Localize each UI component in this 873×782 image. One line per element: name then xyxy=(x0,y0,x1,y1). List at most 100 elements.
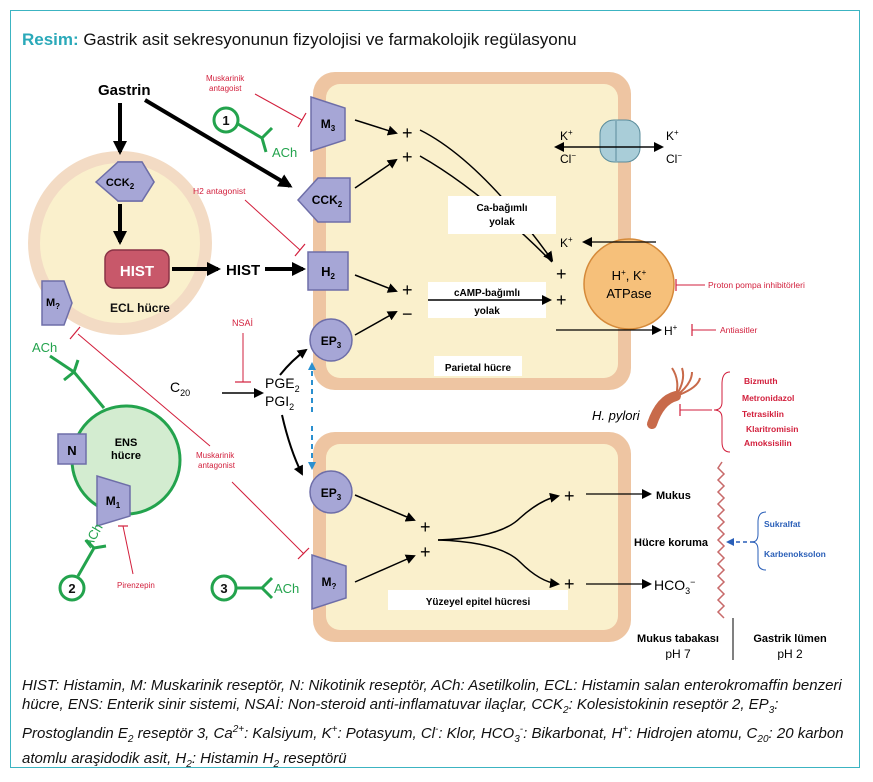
svg-text:K+: K+ xyxy=(666,128,679,143)
badge-3-label: 3 xyxy=(220,581,227,596)
title-text: Gastrik asit sekresyonunun fizyolojisi v… xyxy=(83,30,577,49)
plus-hco3: + xyxy=(564,574,575,594)
svg-text:M1: M1 xyxy=(106,494,121,510)
svg-text:Cl−: Cl− xyxy=(560,151,576,166)
m3-sub: 3 xyxy=(331,124,336,133)
caption-sub-1: 2 xyxy=(563,705,569,716)
mucus-ph-label: pH 7 xyxy=(665,647,691,660)
svg-text:H+: H+ xyxy=(664,323,678,338)
k-ion-out: K xyxy=(666,129,674,143)
caption-part-3: : Prostoglandin E xyxy=(22,696,779,742)
hco3-sub: 3 xyxy=(685,586,690,596)
plus-cck2: + xyxy=(402,147,413,167)
badge-2-label: 2 xyxy=(68,581,75,596)
ep3-receptor-parietal: EP3 xyxy=(309,318,353,362)
nsaid-inhibition: NSAİ xyxy=(232,318,253,383)
h-pylori-label: H. pylori xyxy=(592,408,641,423)
plus-ep3-epithelial: + xyxy=(420,517,431,537)
cl-ion-out-sup: − xyxy=(677,151,682,160)
camp-pathway-line1: cAMP-bağımlı xyxy=(454,288,520,299)
h-pylori: H. pylori Bizmuth Metronidazol Tetrasikl… xyxy=(592,367,798,453)
hist-box: HIST xyxy=(104,249,170,289)
caption-sup-7: - xyxy=(519,724,524,735)
k-ion-in: K xyxy=(560,129,568,143)
ep3-parietal-label: EP xyxy=(321,334,337,348)
atpase-k-sup: + xyxy=(642,268,647,277)
svg-text:CCK2: CCK2 xyxy=(106,177,135,191)
minus-ep3: − xyxy=(402,304,413,324)
svg-text:C20: C20 xyxy=(170,379,190,398)
caption-part-5: : Kalsiyum, K xyxy=(244,725,332,742)
caption-sub-11: 2 xyxy=(273,759,280,770)
h-ion-out-sup: + xyxy=(673,323,678,332)
parietal-cell-label: Parietal hücre xyxy=(445,363,512,374)
cl-ion-in: Cl xyxy=(560,152,571,166)
hco3-sup: − xyxy=(690,577,695,587)
plus-h2: + xyxy=(402,280,413,300)
ep3-epithelial-label: EP xyxy=(321,486,337,500)
svg-text:EP3: EP3 xyxy=(321,486,342,502)
caption-part-6: : Potasyum, Cl xyxy=(337,725,435,742)
ca-pathway-line1: Ca-bağımlı xyxy=(476,203,527,214)
ach-label-ecl: ACh xyxy=(32,340,57,355)
plus-m3: + xyxy=(402,123,413,143)
lumen-ph-label: pH 2 xyxy=(777,647,803,660)
caption-sub-2: 3 xyxy=(768,705,775,716)
n-receptor: N xyxy=(57,433,87,465)
svg-text:H2: H2 xyxy=(321,264,335,281)
k-ion-atpase-sup: + xyxy=(568,235,573,244)
caption-sub-3: 2 xyxy=(127,734,134,745)
h2-receptor: H2 xyxy=(307,251,349,291)
pg-to-ep3-epithelial-arrow xyxy=(281,414,303,476)
caption-part-12: reseptörü xyxy=(279,750,347,767)
svg-text:PGI2: PGI2 xyxy=(265,393,294,412)
caption-part-10: : 20 karbon atomlu araşidodik asit, H xyxy=(22,725,844,767)
caption-sup-4: 2+ xyxy=(232,724,245,735)
k-ion-out-sup: + xyxy=(674,128,679,137)
ep3-parietal-sub: 3 xyxy=(337,341,342,350)
h-ion-out: H xyxy=(664,324,673,338)
cck2-parietal-sub: 2 xyxy=(338,200,343,209)
atpase-h: H xyxy=(612,268,621,283)
caption-part-9: : Hidrojen atomu, C xyxy=(628,725,758,742)
cl-ion-in-sup: − xyxy=(571,151,576,160)
ens-to-ecl-nerve: ACh xyxy=(32,340,106,409)
cck2-parietal-label: CCK xyxy=(312,193,338,207)
mucus-lumen-boundary: Hücre koruma Sukralfat Karbenoksolon Muk… xyxy=(634,461,827,660)
k-cl-transporter: K+ Cl− K+ Cl− xyxy=(554,119,682,166)
c20-label: C xyxy=(170,379,180,395)
plus-m-epithelial: + xyxy=(420,542,431,562)
atpase-h-sup: + xyxy=(621,268,626,277)
ep3-epithelial-sub: 3 xyxy=(337,493,342,502)
ach-label-3: ACh xyxy=(274,581,299,596)
m-epithelial-sub: ? xyxy=(332,582,337,591)
ecl-cell-label: ECL hücre xyxy=(110,301,170,315)
muscarinic-antagonist-bottom-line2: antagonist xyxy=(198,461,236,470)
c20-sub: 20 xyxy=(180,388,190,398)
m3-label: M xyxy=(321,117,331,131)
caption-part-4: reseptör 3, Ca xyxy=(133,725,233,742)
m-receptor-epithelial: M? xyxy=(311,553,347,611)
muscarinic-antagonist-bottom: Muskarinik antagonist xyxy=(69,326,310,560)
metronidazole-label: Metronidazol xyxy=(742,393,794,403)
caption-part-8: : Bikarbonat, H xyxy=(523,725,623,742)
m1-sub: 1 xyxy=(116,501,121,510)
atpase-k: , K xyxy=(626,268,642,283)
caption-sub-7: 3 xyxy=(514,734,520,745)
camp-pathway-line2: yolak xyxy=(474,306,500,317)
amoxicillin-label: Amoksisilin xyxy=(744,438,792,448)
cck2-receptor-parietal: CCK2 xyxy=(296,177,351,223)
ca-pathway-line2: yolak xyxy=(489,217,515,228)
svg-text:Cl−: Cl− xyxy=(666,151,682,166)
svg-text:HCO3−: HCO3− xyxy=(654,577,695,596)
gastrin-label: Gastrin xyxy=(98,82,151,99)
cck2-ecl-label: CCK xyxy=(106,177,130,189)
svg-text:K+: K+ xyxy=(560,235,573,250)
cl-ion-out: Cl xyxy=(666,152,677,166)
proton-pump-inhibitors-label: Proton pompa inhibitörleri xyxy=(708,280,805,290)
gastric-lumen-label: Gastrik lümen xyxy=(753,633,827,645)
m-ecl-label: M xyxy=(46,297,55,309)
pge2-label: PGE xyxy=(265,375,295,391)
cck2-receptor-ecl: CCK2 xyxy=(94,161,155,202)
